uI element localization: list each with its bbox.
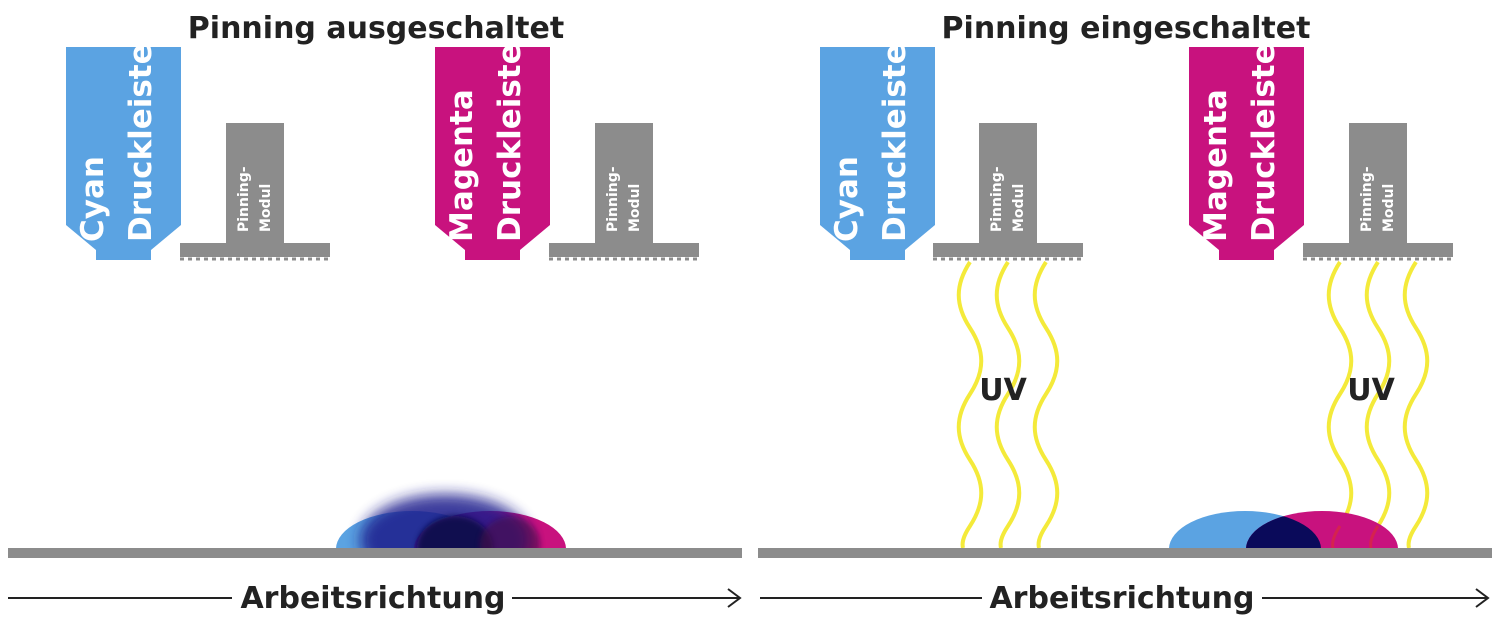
- pinning-module-label-line2: Modul: [1381, 184, 1397, 232]
- magenta-print-head: Magenta Druckleiste: [1189, 43, 1304, 260]
- pinning-module-label-line2: Modul: [258, 184, 274, 232]
- direction-arrow: Arbeitsrichtung: [760, 581, 1490, 616]
- substrate-bar: [8, 548, 742, 558]
- uv-label: UV: [979, 373, 1027, 408]
- direction-arrow: Arbeitsrichtung: [8, 581, 742, 616]
- pinning-module-label-line1: Pinning-: [236, 166, 252, 232]
- uv-waves: [956, 260, 1060, 549]
- magenta-print-head: Magenta Druckleiste: [435, 43, 550, 260]
- panel-pinning-on: Pinning eingeschaltet UV UV Cyan Druckle…: [758, 11, 1492, 616]
- cyan-print-head: Cyan Druckleiste: [66, 43, 181, 260]
- pinning-module: Pinning- Modul: [180, 123, 330, 261]
- direction-label: Arbeitsrichtung: [240, 581, 505, 616]
- pinning-module: Pinning- Modul: [1303, 123, 1453, 261]
- uv-label: UV: [1347, 373, 1395, 408]
- substrate-bar: [758, 548, 1492, 558]
- pinning-module-label-line1: Pinning-: [989, 166, 1005, 232]
- magenta-head-label-line1: Magenta: [444, 89, 480, 242]
- panel-title: Pinning ausgeschaltet: [188, 11, 564, 46]
- cyan-head-label-line2: Druckleiste: [877, 43, 913, 242]
- cyan-head-label-line1: Cyan: [829, 156, 865, 242]
- panel-title: Pinning eingeschaltet: [942, 11, 1311, 46]
- magenta-head-label-line2: Druckleiste: [1246, 43, 1282, 242]
- pinning-module-label-line2: Modul: [1011, 184, 1027, 232]
- pinning-module: Pinning- Modul: [933, 123, 1083, 261]
- uv-wave-overlay: [1331, 525, 1380, 548]
- magenta-head-label-line1: Magenta: [1198, 89, 1234, 242]
- ink-drops-pinned: [1169, 511, 1398, 548]
- pinning-module: Pinning- Modul: [549, 123, 699, 261]
- ink-drops-mixed: [336, 494, 566, 548]
- panel-pinning-off: Pinning ausgeschaltet Cyan Druckleiste P…: [8, 11, 742, 616]
- direction-label: Arbeitsrichtung: [989, 581, 1254, 616]
- magenta-head-label-line2: Druckleiste: [492, 43, 528, 242]
- cyan-head-label-line2: Druckleiste: [123, 43, 159, 242]
- pinning-module-label-line2: Modul: [627, 184, 643, 232]
- cyan-head-label-line1: Cyan: [75, 156, 111, 242]
- cyan-print-head: Cyan Druckleiste: [820, 43, 935, 260]
- pinning-module-label-line1: Pinning-: [1359, 166, 1375, 232]
- pinning-module-label-line1: Pinning-: [605, 166, 621, 232]
